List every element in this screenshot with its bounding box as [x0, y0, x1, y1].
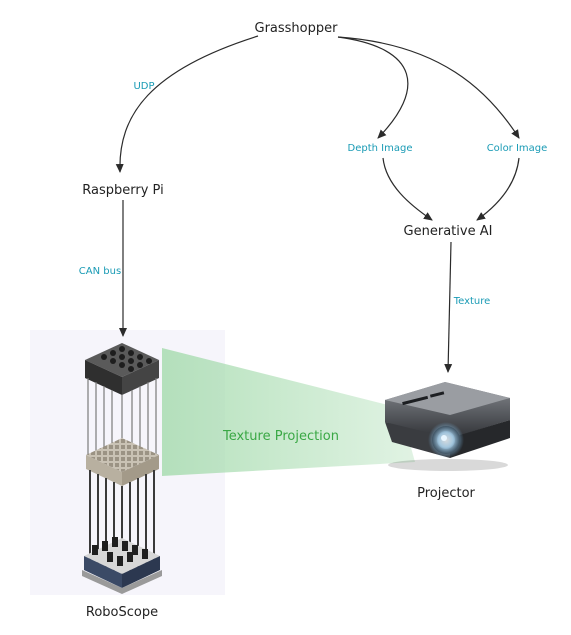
node-grasshopper: Grasshopper	[255, 21, 339, 36]
projection-beam	[162, 348, 415, 476]
arrow-color-image-to-generative-ai	[476, 157, 520, 221]
edge-label-udp: UDP	[133, 81, 154, 92]
node-generative-ai: Generative AI	[404, 224, 493, 239]
projector-icon	[385, 382, 510, 471]
arrow-generative-ai-to-projector	[444, 241, 453, 373]
node-roboscope: RoboScope	[86, 605, 158, 620]
arrow-grasshopper-to-depth-image	[337, 36, 409, 139]
arrow-depth-image-to-generative-ai	[382, 157, 433, 221]
arrow-grasshopper-to-color-image	[337, 36, 520, 139]
edge-label-color-image: Color Image	[487, 143, 548, 154]
edge-label-can-bus: CAN bus	[79, 266, 121, 277]
edge-label-texture: Texture	[453, 296, 491, 307]
node-projector: Projector	[417, 486, 475, 501]
roboscope-icon	[82, 343, 162, 594]
arrow-grasshopper-to-raspberry-pi	[115, 35, 259, 173]
node-raspberry-pi: Raspberry Pi	[82, 183, 163, 198]
edge-label-depth-image: Depth Image	[348, 143, 413, 154]
projection-label: Texture Projection	[222, 429, 339, 444]
